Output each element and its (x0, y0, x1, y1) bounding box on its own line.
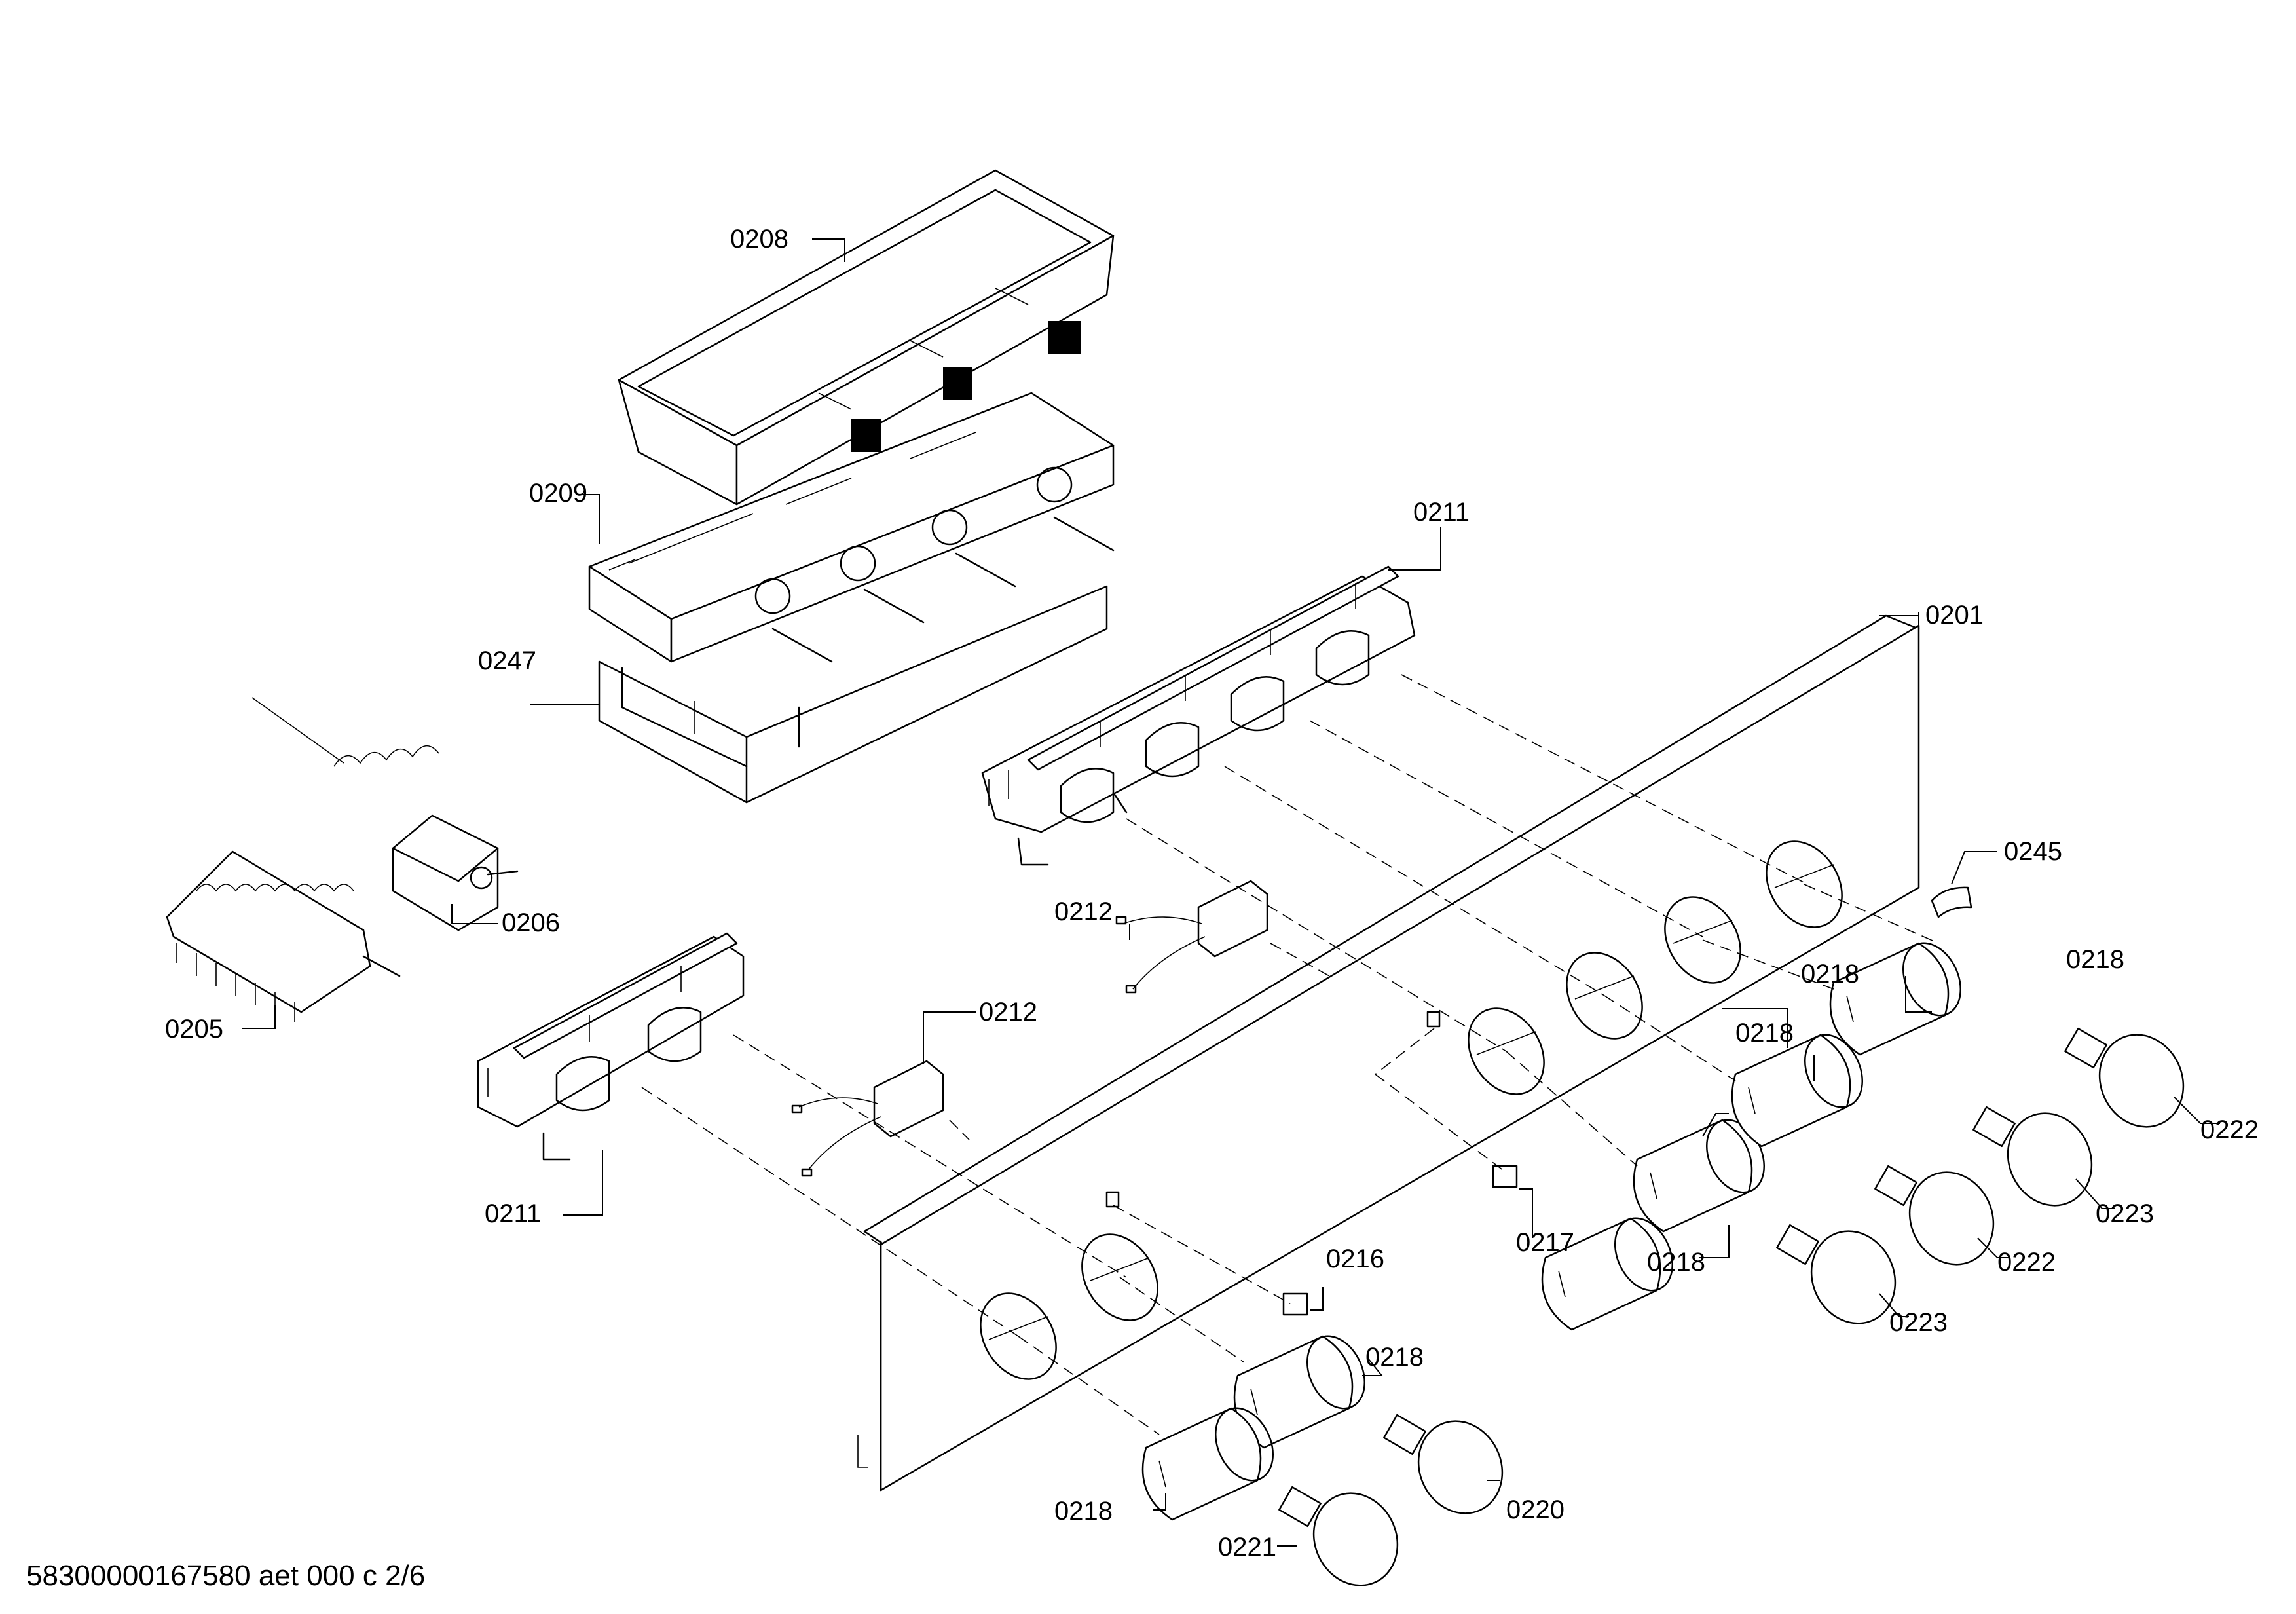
label-0223-a: 0223 (2096, 1199, 2154, 1228)
part-0205-selector-switch (166, 850, 401, 1022)
label-0209: 0209 (529, 479, 587, 508)
label-0218-c: 0218 (2066, 945, 2124, 974)
label-0218-e: 0218 (1365, 1343, 1424, 1372)
label-0218-f: 0218 (1054, 1497, 1113, 1526)
part-0217-button (1492, 1165, 1518, 1188)
label-0218-b: 0218 (1735, 1019, 1794, 1047)
control-knobs (1278, 1027, 2185, 1586)
label-0245: 0245 (2004, 837, 2062, 866)
label-0212-top: 0212 (1054, 897, 1113, 926)
sleeve-0218-b (1141, 1407, 1274, 1521)
part-0216-button (1282, 1292, 1308, 1316)
knob-0223-b (1776, 1224, 1897, 1324)
label-0217: 0217 (1516, 1228, 1574, 1257)
label-0221: 0221 (1218, 1533, 1276, 1562)
knob-0223-a (1972, 1106, 2093, 1207)
part-0201-control-panel (857, 614, 1920, 1492)
part-0208-cover-box (618, 169, 1115, 506)
label-0205: 0205 (165, 1015, 223, 1043)
label-0218-d: 0218 (1647, 1248, 1705, 1277)
label-0212-mid: 0212 (979, 998, 1037, 1026)
label-0220: 0220 (1506, 1495, 1565, 1524)
label-0216: 0216 (1326, 1245, 1384, 1273)
sleeve-0218-a (1233, 1335, 1366, 1449)
label-0201: 0201 (1925, 601, 1984, 629)
label-0222-b: 0222 (1997, 1248, 2056, 1277)
knob-0222-b (1874, 1165, 1995, 1266)
label-0247: 0247 (478, 647, 536, 675)
sleeve-0218-c (1633, 1119, 1766, 1233)
sleeve-0218-f (1541, 1217, 1674, 1331)
label-0211-left: 0211 (485, 1199, 541, 1228)
label-0218-a: 0218 (1801, 960, 1859, 988)
knob-0220 (1383, 1414, 1504, 1514)
part-0212-top-wiring (1115, 880, 1268, 994)
part-0211-left-switch-holder (477, 932, 745, 1161)
knob-sleeves-0218 (1141, 942, 1962, 1521)
knob-0221 (1278, 1486, 1399, 1586)
label-0222-a: 0222 (2200, 1116, 2259, 1144)
part-0206-thermostat (251, 697, 519, 931)
sleeve-0218-e (1829, 942, 1962, 1056)
callout-labels: 0208 0209 0247 0211 0201 0245 0206 0205 … (165, 225, 2259, 1562)
label-0223-b: 0223 (1889, 1308, 1948, 1337)
part-0247-support-frame (598, 585, 1108, 804)
part-0211-top-switch-holder (981, 565, 1416, 866)
assembly-dash-lines (641, 674, 1939, 1435)
part-0212-mid-wiring (791, 1060, 944, 1177)
label-0206: 0206 (502, 909, 560, 937)
callout-leaders (242, 238, 2220, 1547)
label-0211-top: 0211 (1413, 498, 1470, 527)
sleeve-0218-d (1731, 1034, 1864, 1148)
footer-doc-id: 58300000167580 aet 000 c 2/6 (26, 1560, 425, 1592)
part-0245-clip (1931, 886, 1972, 918)
label-0208: 0208 (730, 225, 788, 253)
knob-0222-a (2064, 1027, 2185, 1128)
part-0209-switch-rail (588, 392, 1115, 663)
